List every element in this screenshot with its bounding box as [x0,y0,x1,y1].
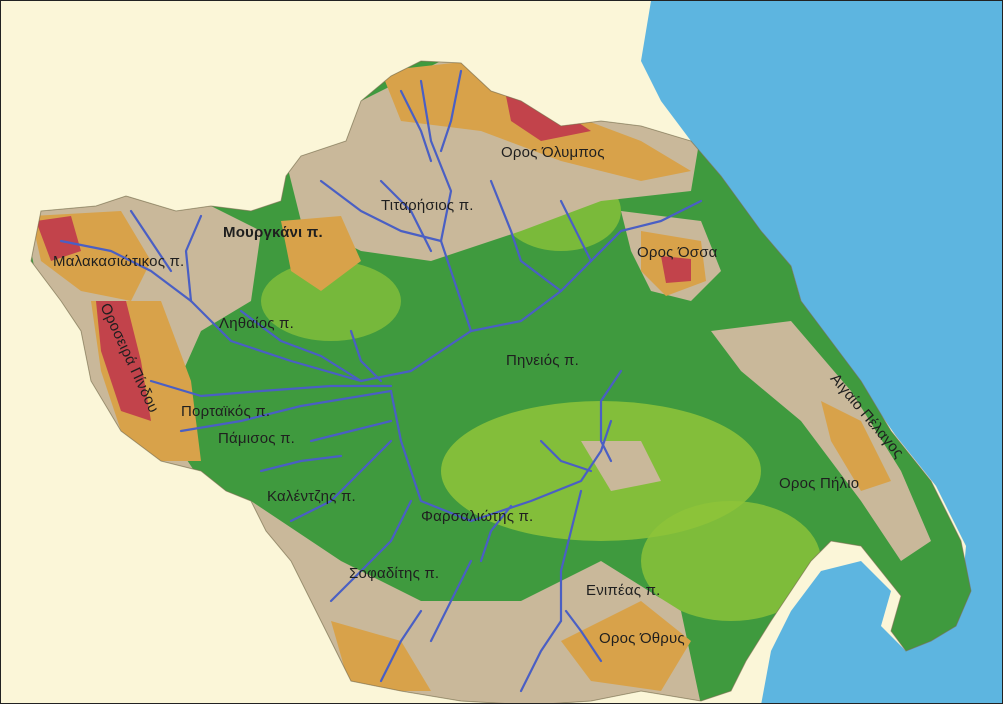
river-lithaios [239,309,363,383]
label-kalentzis: Καλέντζης π. [267,488,356,505]
river-pineios [189,199,703,383]
label-enipeas: Ενιπέας π. [586,582,661,599]
label-pilio: Ορος Πήλιο [779,475,860,492]
label-farsaliotis: Φαρσαλιώτης π. [421,508,534,525]
label-olympus: Ορος Όλυμπος [501,144,605,161]
river-portaikos [149,379,393,398]
label-pamisos: Πάμισος π. [218,430,295,447]
label-portaikos: Πορταϊκός π. [181,403,271,420]
river-kalentzis [289,439,393,523]
label-pineios: Πηνειός π. [506,352,579,369]
label-ossa: Ορος Όσσα [637,244,718,261]
label-othrys: Ορος Όθρυς [599,630,685,647]
river-enipeas [389,389,613,523]
river-farsaliotis [479,504,513,563]
sea-area [641,1,1002,703]
river-network [59,69,703,693]
label-malakasiotikos: Μαλακασιώτικος π. [53,253,185,270]
label-sofaditis: Σοφαδίτης π. [349,565,440,582]
river-sofaditis [329,499,413,603]
label-mourgkani: Μουργκάνι π. [223,224,323,241]
river-malakasiotikos [59,239,193,303]
river-pamisos [179,389,393,433]
label-titarisios: Τιταρήσιος π. [381,197,474,214]
label-lithaios: Ληθαίος π. [219,315,294,332]
river-titarisios [419,79,473,333]
